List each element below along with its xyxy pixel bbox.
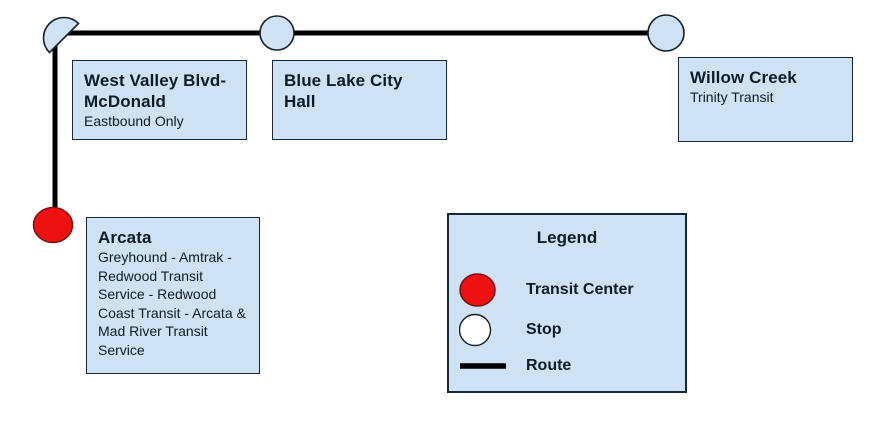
- stop-subtitle: Eastbound Only: [84, 113, 184, 129]
- stop-circle-icon: [459, 313, 492, 347]
- stop-box-willow-creek: Willow Creek Trinity Transit: [678, 57, 853, 142]
- legend-item-route: Route: [459, 356, 677, 376]
- stop-box-blue-lake: Blue Lake City Hall: [272, 60, 447, 140]
- stop-title: West Valley Blvd-McDonald: [84, 71, 227, 111]
- stop-box-west-valley: West Valley Blvd-McDonald Eastbound Only: [72, 60, 247, 140]
- legend-title: Legend: [536, 228, 598, 247]
- transit-center-circle-icon: [459, 273, 496, 307]
- stop-marker-blue-lake: [259, 15, 295, 51]
- legend-label: Transit Center: [526, 281, 634, 298]
- stop-box-arcata: Arcata Greyhound - Amtrak - Redwood Tran…: [86, 217, 260, 374]
- legend-label: Stop: [526, 321, 562, 338]
- legend-item-transit-center: Transit Center: [459, 273, 677, 307]
- transit-center-marker-arcata: [32, 206, 74, 244]
- swatch-cell: [459, 273, 526, 307]
- legend-label: Route: [526, 357, 572, 374]
- stop-marker-west-valley: [42, 16, 80, 54]
- legend-item-stop: Stop: [459, 313, 677, 347]
- route-line-icon: [460, 363, 506, 369]
- stop-subtitle: Trinity Transit: [690, 89, 774, 105]
- swatch-cell: [459, 313, 526, 347]
- stop-title: Willow Creek: [690, 68, 797, 87]
- stop-title: Blue Lake City Hall: [284, 71, 403, 111]
- legend-box: Legend Transit Center Stop: [447, 213, 687, 393]
- stop-title: Arcata: [98, 228, 152, 247]
- stop-subtitle: Greyhound - Amtrak - Redwood Transit Ser…: [98, 249, 246, 358]
- swatch-cell: [459, 362, 526, 370]
- stop-marker-willow-creek: [647, 14, 685, 52]
